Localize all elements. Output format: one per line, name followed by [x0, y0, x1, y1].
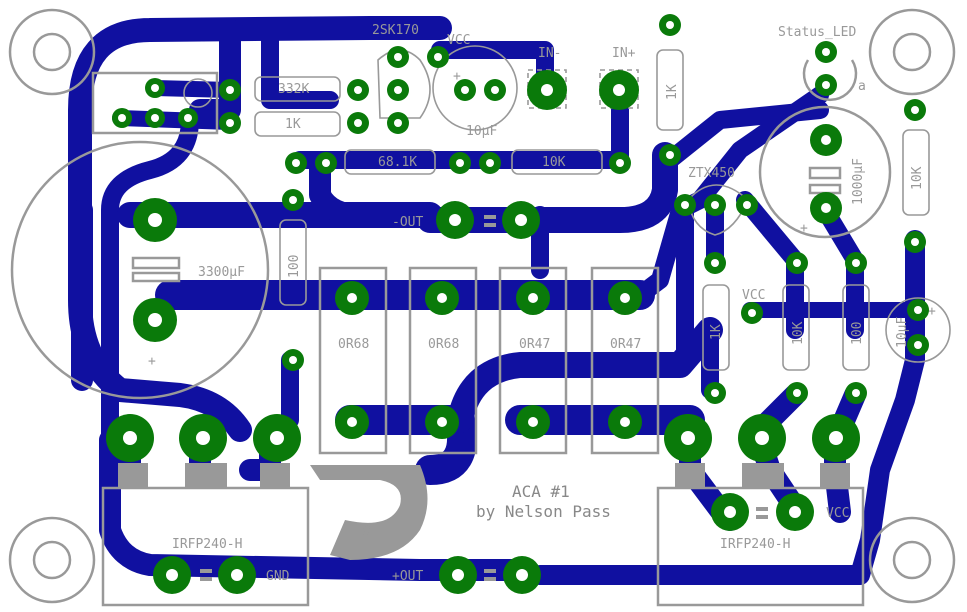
- r1k-a-outline: [254, 111, 341, 137]
- mount-hole-tr: [868, 8, 956, 96]
- logo-letter: R: [362, 524, 370, 539]
- label-r100-a: 100: [287, 255, 302, 278]
- label-r10k-a: 10K: [542, 155, 566, 170]
- r68k-outline: [344, 149, 436, 175]
- r0r68-b-outline: [408, 266, 478, 455]
- r10k-c-outline: [782, 284, 810, 371]
- board-title-line2: by Nelson Pass: [476, 502, 611, 521]
- cap10u-b-outline: [885, 297, 951, 363]
- label-cap10u-b: 10µF: [895, 317, 910, 348]
- label-in-minus: IN-: [538, 46, 561, 61]
- r10k-a-outline: [511, 149, 603, 175]
- pot-outline: [91, 71, 219, 135]
- r100-b-outline: [842, 284, 870, 371]
- mount-hole-tl: [8, 8, 96, 96]
- r0r68-a-outline: [318, 266, 388, 455]
- label-vcc-bottom: VCC: [826, 506, 849, 521]
- svg-text:+: +: [148, 354, 156, 369]
- label-r1k-b: 1K: [665, 84, 680, 100]
- label-r10k-c: 10K: [791, 321, 806, 345]
- label-r0r47-b: 0R47: [610, 337, 641, 352]
- r1k-b-outline: [656, 49, 684, 131]
- label-jfet: 2SK170: [372, 23, 419, 38]
- copper-layer: [68, 16, 925, 585]
- mount-hole-br: [868, 516, 956, 604]
- label-r1k-c: 1K: [709, 324, 724, 340]
- label-in-plus: IN+: [612, 46, 636, 61]
- silkscreen-layer: + + + +: [8, 8, 956, 607]
- pads-layer: [106, 14, 929, 594]
- label-gnd: GND: [266, 569, 290, 584]
- mount-hole-bl: [8, 516, 96, 604]
- svg-text:+: +: [453, 69, 461, 84]
- board-title-line1: ACA #1: [512, 482, 570, 501]
- label-r100-b: 100: [850, 322, 865, 345]
- cap1000u-outline: [758, 105, 892, 239]
- r0r47-a-outline: [498, 266, 568, 455]
- label-cap3300u: 3300µF: [198, 265, 245, 280]
- r100-a-outline: [279, 219, 307, 306]
- label-r332k: 332K: [278, 82, 309, 97]
- cap3300u-outline: [10, 140, 270, 400]
- label-led-pin: a: [858, 79, 866, 94]
- label-cap10u-a: 10µF: [466, 124, 497, 139]
- label-r68k: 68.1K: [378, 155, 417, 170]
- r0r47-b-outline: [590, 266, 660, 455]
- svg-text:+: +: [928, 304, 936, 319]
- label-ztx: ZTX450: [688, 166, 735, 181]
- label-r0r68-b: 0R68: [428, 337, 459, 352]
- label-pot: 5K: [105, 85, 121, 100]
- label-vcc-top: VCC: [447, 33, 470, 48]
- cap10u-a-outline: [432, 45, 518, 131]
- label-r0r47-a: 0R47: [519, 337, 550, 352]
- label-status-led: Status_LED: [778, 25, 856, 40]
- label-irfp-right: IRFP240-H: [720, 537, 790, 552]
- label-out-minus: -OUT: [392, 215, 423, 230]
- label-cap1000u: 1000µF: [851, 158, 866, 205]
- status-led-outline: [802, 59, 858, 102]
- label-r0r68-a: 0R68: [338, 337, 369, 352]
- label-out-plus: +OUT: [392, 569, 423, 584]
- label-irfp-left: IRFP240-H: [172, 537, 242, 552]
- r332k-outline: [254, 76, 341, 102]
- label-vcc-mid: VCC: [742, 288, 765, 303]
- label-r1k-a: 1K: [285, 117, 301, 132]
- r1k-c-outline: [702, 284, 730, 371]
- svg-text:+: +: [800, 221, 808, 236]
- ztx-outline: [687, 184, 749, 236]
- label-r10k-b: 10K: [910, 166, 925, 190]
- logo: R: [310, 465, 428, 560]
- r10k-b-outline: [902, 129, 930, 216]
- labels-layer: 5K 2SK170 VCC IN- IN+ Status_LED a 332K …: [105, 23, 925, 584]
